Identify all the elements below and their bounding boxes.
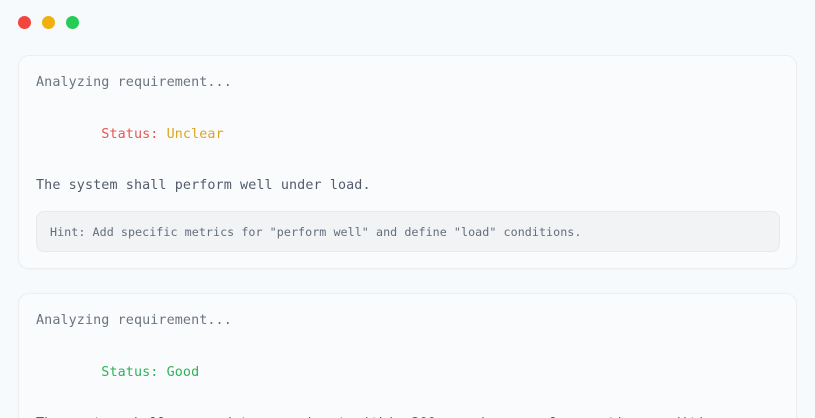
status-badge: Unclear [166, 127, 224, 143]
close-window-button[interactable] [18, 16, 31, 29]
traffic-light-controls [18, 16, 79, 29]
analyzing-status-text: Analyzing requirement... [36, 313, 232, 329]
analysis-card: Analyzing requirement... Status: Good Th… [18, 293, 797, 418]
minimize-window-button[interactable] [42, 16, 55, 29]
status-label: Status: [101, 365, 159, 381]
status-label: Status: [101, 127, 159, 143]
hint-box: Hint: Add specific metrics for "perform … [36, 210, 780, 253]
analyzing-status-text: Analyzing requirement... [36, 75, 232, 90]
hint-text: Hint: Add specific metrics for "perform … [50, 224, 582, 239]
analysis-card: Analyzing requirement... Status: Unclear… [18, 55, 797, 270]
maximize-window-button[interactable] [66, 16, 79, 29]
status-badge: Good [166, 365, 200, 381]
status-line: Status: Good [36, 341, 780, 406]
status-line: Status: Unclear [36, 103, 780, 168]
analysis-output-panel: Analyzing requirement... Status: Unclear… [0, 45, 815, 418]
requirement-text: The system shall perform well under load… [36, 177, 371, 193]
title-bar [0, 0, 815, 45]
requirement-text: The system shall respond to user input w… [36, 413, 780, 418]
